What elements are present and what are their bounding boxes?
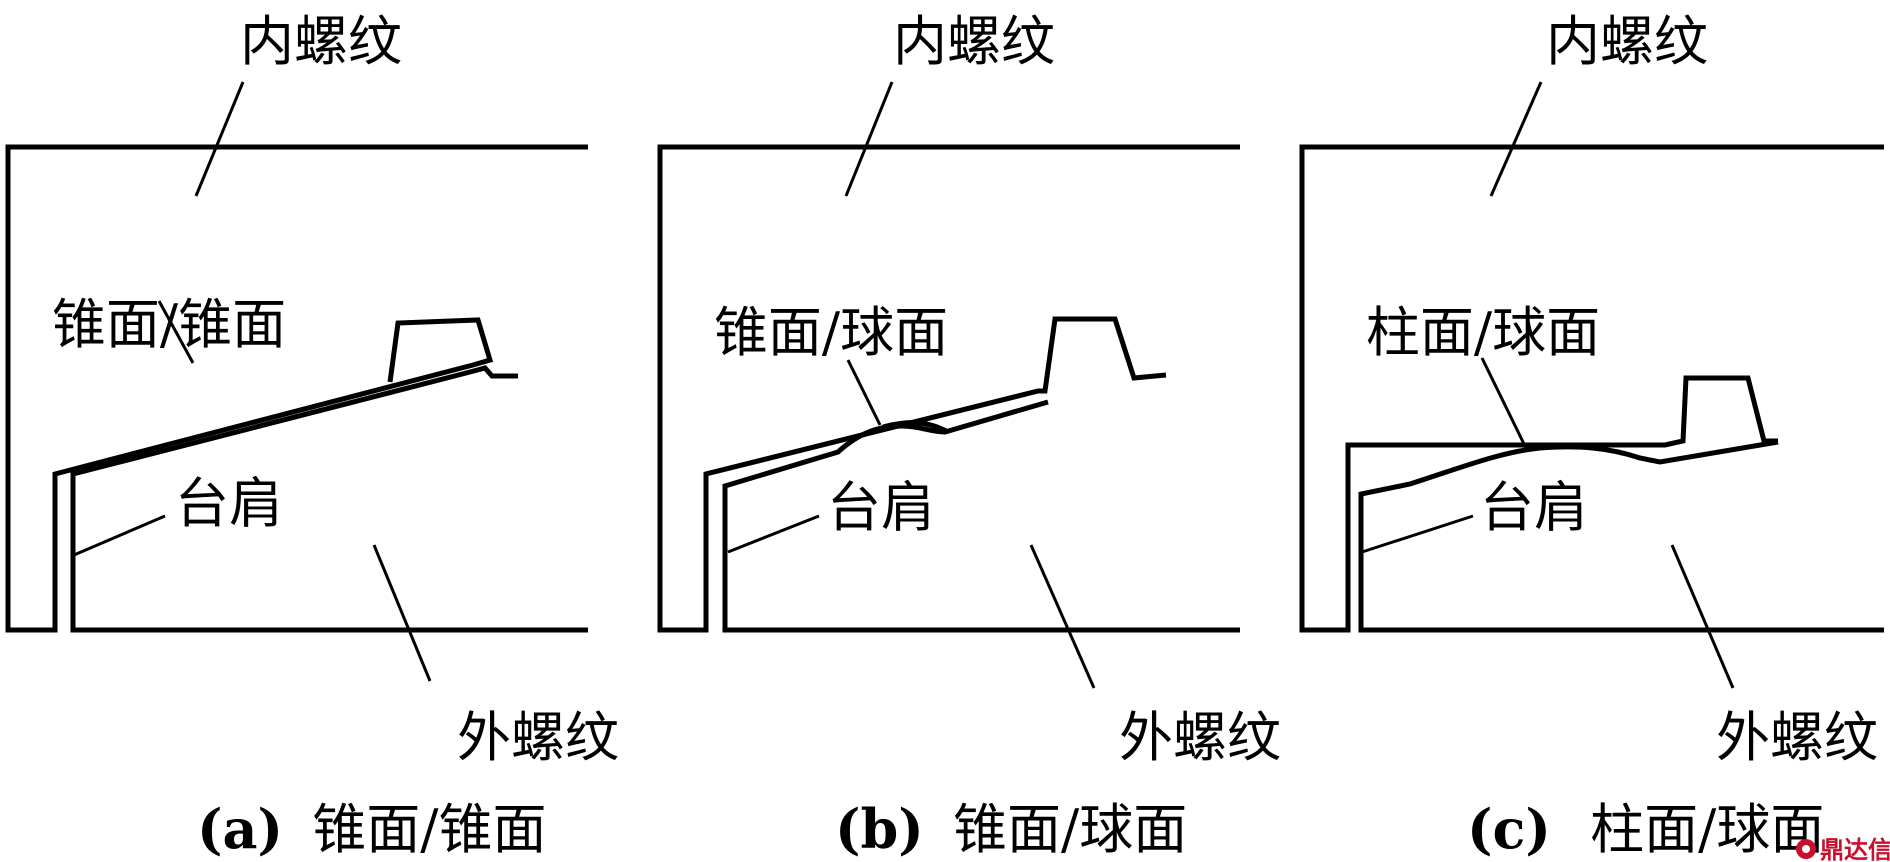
label-interface: 锥面/锥面 (52, 293, 286, 356)
panel-b: 内螺纹 锥面/球面 台肩 外螺纹 (b) 锥面/球面 (657, 10, 1281, 861)
outer-thread-outline (1358, 439, 1884, 633)
leader-interface (1480, 357, 1526, 445)
label-interface: 锥面/球面 (714, 301, 948, 364)
leader-interface (157, 300, 195, 364)
leader-inner-thread (194, 81, 245, 197)
leader-outer-thread (1670, 544, 1735, 689)
panel-c: 内螺纹 柱面/球面 台肩 外螺纹 (c) 柱面/球面 (1299, 10, 1884, 861)
inner-thread-outline (5, 144, 588, 633)
outer-thread-outline (722, 399, 1240, 633)
caption-b: (b) 锥面/球面 (835, 797, 1187, 861)
contact-arc (882, 420, 948, 434)
leader-interface (846, 359, 882, 426)
inner-thread-outline (1299, 144, 1884, 633)
label-outer-thread: 外螺纹 (1119, 706, 1281, 769)
caption-text: 柱面/球面 (1590, 798, 1824, 861)
label-outer-thread: 外螺纹 (1716, 706, 1878, 769)
watermark: 鼎达信 (1796, 836, 1890, 862)
leader-outer-thread (1029, 544, 1096, 689)
caption-a: (a) 锥面/锥面 (197, 797, 546, 861)
caption-text: 锥面/锥面 (312, 798, 546, 861)
outer-thread-outline (70, 365, 588, 633)
leader-inner-thread (1489, 81, 1543, 197)
watermark-text: 鼎达信 (1820, 836, 1890, 862)
leader-shoulder (73, 514, 166, 557)
brand-logo-icon-inner (1802, 845, 1810, 853)
leader-shoulder (1361, 514, 1474, 554)
caption-letter: (c) (1467, 797, 1551, 861)
label-inner-thread: 内螺纹 (893, 10, 1055, 73)
label-shoulder: 台肩 (1480, 476, 1588, 539)
caption-letter: (b) (835, 797, 924, 861)
inner-thread-outline (657, 144, 1240, 633)
label-outer-thread: 外螺纹 (457, 706, 619, 769)
caption-c: (c) 柱面/球面 (1467, 797, 1824, 861)
leader-shoulder (727, 514, 820, 554)
caption-letter: (a) (197, 797, 283, 861)
leader-inner-thread (844, 81, 894, 197)
caption-text: 锥面/球面 (953, 798, 1187, 861)
label-shoulder: 台肩 (175, 472, 283, 535)
label-inner-thread: 内螺纹 (1546, 10, 1708, 73)
leader-outer-thread (372, 544, 432, 682)
panel-a: 内螺纹 锥面/锥面 台肩 外螺纹 (a) 锥面/锥面 (5, 10, 619, 861)
label-shoulder: 台肩 (827, 476, 935, 539)
label-interface: 柱面/球面 (1366, 301, 1600, 364)
label-inner-thread: 内螺纹 (240, 10, 402, 73)
